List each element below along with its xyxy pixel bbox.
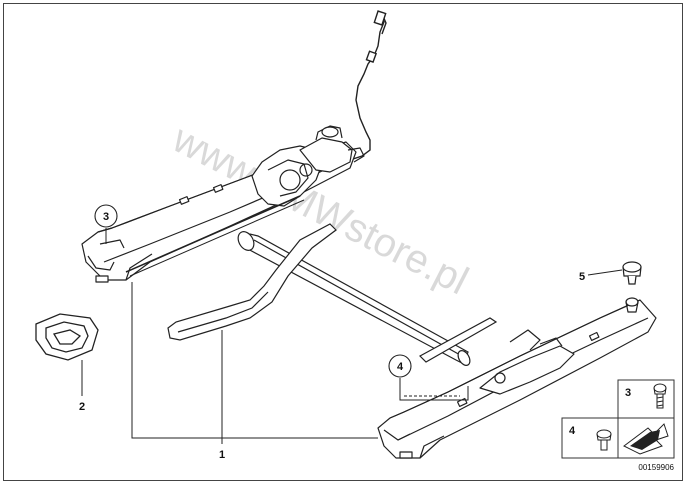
legend-label-4: 4: [569, 425, 576, 437]
seat-rail-upper: [81, 125, 365, 283]
control-cable: [349, 10, 387, 161]
callout-3-label: 3: [103, 211, 109, 223]
callout-4-marker: 4: [388, 354, 412, 378]
seat-strip: [167, 223, 337, 341]
legend-label-3: 3: [625, 387, 631, 399]
callout-5-label: 5: [579, 271, 585, 283]
legend-screw-4: [596, 429, 612, 451]
right-rod: [419, 317, 498, 363]
legend-screw-3: [653, 383, 667, 409]
diagram-frame: [3, 3, 683, 481]
legend-cell-bottom-left: [561, 417, 619, 459]
callout-3-marker: 3: [94, 204, 118, 228]
seat-rail-lower: [377, 297, 657, 459]
legend-direction-arrow: [623, 423, 669, 455]
leader-5: [587, 269, 623, 276]
image-number: 00159906: [638, 463, 674, 472]
leader-1-left: [131, 282, 378, 439]
screw-part-5: [622, 261, 642, 285]
cover-ring: [35, 313, 99, 361]
callout-1-label: 1: [219, 449, 225, 461]
callout-2-label: 2: [79, 401, 85, 413]
callout-4-label: 4: [397, 361, 404, 373]
legend-box: 3 4: [561, 379, 675, 459]
callout-4-leader: [399, 378, 469, 401]
leader-lines: [81, 228, 623, 444]
